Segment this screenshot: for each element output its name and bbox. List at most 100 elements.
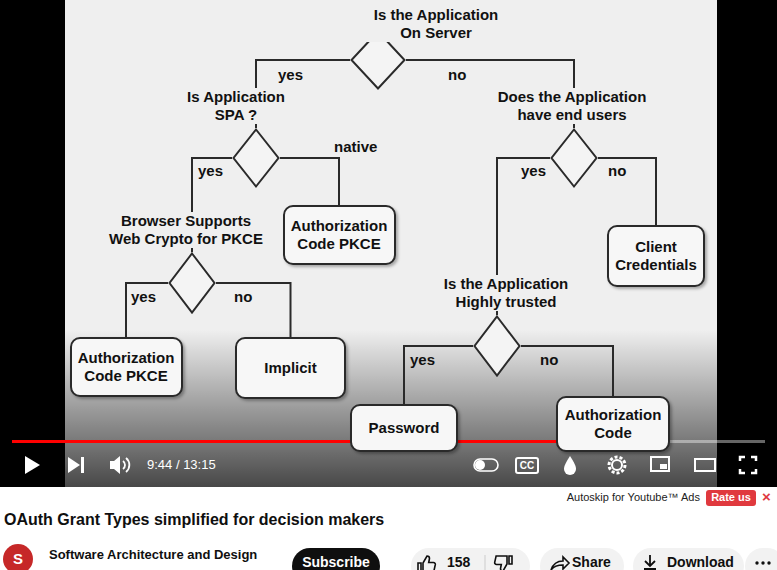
diamond-outline — [168, 252, 216, 314]
grant-type-name: Password — [369, 419, 440, 437]
close-mark: × — [762, 488, 776, 507]
diamond-outline — [550, 128, 598, 188]
dislike-icon — [495, 556, 512, 570]
grant-type-box: Password — [350, 404, 458, 452]
channel-name: Software Architecture and Design — [49, 547, 287, 563]
button-text: Subscribe — [302, 554, 370, 570]
settings-gear — [609, 457, 625, 473]
branch-label: yes — [198, 162, 223, 179]
rate-badge: Rate us — [706, 490, 756, 506]
next-icon — [68, 457, 84, 473]
autoplay-knob — [475, 460, 485, 470]
branch-label: no — [540, 351, 558, 368]
branch-label: no — [234, 288, 252, 305]
download-icon — [644, 555, 656, 569]
grant-type-box: Implicit — [235, 337, 346, 399]
extension-icon — [564, 456, 576, 475]
decision-question: Does the Application have end users — [490, 88, 655, 124]
miniplayer-inner — [660, 464, 667, 469]
volume-icon — [110, 456, 120, 474]
grant-type-name: Client Credentials — [613, 238, 699, 274]
button-text: CC — [520, 460, 534, 472]
diamond-shape — [475, 317, 520, 376]
settings-gear-core — [612, 460, 622, 470]
diamond-shape — [170, 254, 215, 313]
branch-label-holder: yes — [410, 351, 435, 368]
branch-label: yes — [410, 351, 435, 368]
progress-played — [12, 440, 570, 443]
branch-label: yes — [131, 288, 156, 305]
decision-branch — [598, 158, 656, 225]
channel-name-holder: Software Architecture and Design — [49, 547, 287, 563]
grant-type-box: Client Credentials — [607, 225, 705, 287]
more-dot — [761, 561, 764, 564]
autoplay-toggle — [474, 459, 498, 471]
decision-branch — [521, 346, 613, 396]
diamond-outline — [473, 315, 521, 377]
branch-label: no — [608, 162, 626, 179]
grant-type-box: Authorization Code PKCE — [70, 337, 183, 397]
subscribe-button: Subscribe — [292, 548, 380, 570]
like-divider — [485, 555, 486, 570]
branch-label: no — [448, 66, 466, 83]
decision-diamond: Is the Application On Server — [350, 30, 406, 90]
branch-label-holder: no — [608, 162, 626, 179]
branch-label: yes — [278, 66, 303, 83]
decision-question: Is the Application Highly trusted — [436, 275, 576, 311]
share-icon — [551, 557, 569, 570]
button-text: Download — [667, 554, 734, 570]
branch-label-holder: yes — [131, 288, 156, 305]
play-icon — [25, 456, 40, 474]
decision-diamond: Is the Application Highly trusted — [473, 315, 521, 377]
diamond-shape — [234, 130, 279, 187]
more-dot — [767, 561, 770, 564]
button-text: S — [13, 550, 23, 568]
video-time: 9:44 / 13:15 — [147, 457, 237, 473]
share-button: Share — [540, 548, 624, 570]
download-button: Download — [633, 548, 744, 570]
diamond-outline — [232, 128, 280, 188]
extension-text: Autoskip for Youtube™ Ads — [540, 491, 700, 505]
grant-type-name: Authorization Code PKCE — [76, 349, 176, 385]
branch-label-holder: no — [234, 288, 252, 305]
grant-type-name: Authorization Code — [562, 406, 664, 442]
branch-label: yes — [521, 162, 546, 179]
like-icon — [418, 556, 435, 570]
like-button: 158 — [411, 548, 530, 570]
decision-question: Browser Supports Web Crypto for PKCE — [104, 212, 269, 248]
decision-question: Is the Application On Server — [366, 6, 506, 42]
grant-type-box: Authorization Code PKCE — [283, 205, 396, 265]
channel-avatar: S — [3, 544, 33, 570]
grant-type-name: Authorization Code PKCE — [289, 217, 389, 253]
decision-diamond: Is Application SPA ? — [232, 128, 280, 188]
decision-diamond: Does the Application have end users — [550, 128, 598, 188]
close-mark-holder: × — [762, 488, 776, 507]
controls-shade — [0, 330, 777, 487]
theater-icon — [695, 459, 715, 471]
branch-label-holder: native — [334, 138, 377, 155]
branch-label-holder: no — [448, 66, 466, 83]
miniplayer-icon — [651, 457, 669, 471]
branch-label-holder: yes — [278, 66, 303, 83]
decision-diamond: Browser Supports Web Crypto for PKCE — [168, 252, 216, 314]
video-title-holder: OAuth Grant Types simplified for decisio… — [4, 510, 704, 530]
decision-branch — [280, 158, 339, 205]
branch-label: native — [334, 138, 377, 155]
fullscreen-icon — [740, 457, 756, 473]
decision-branch — [216, 283, 291, 337]
decision-branch — [126, 283, 168, 337]
diamond-shape — [552, 130, 597, 187]
button-text: 158 — [447, 554, 470, 570]
video-title: OAuth Grant Types simplified for decisio… — [4, 510, 704, 530]
button-text: Share — [572, 554, 611, 570]
caption-button: CC — [515, 457, 539, 474]
more-dot — [755, 561, 758, 564]
decision-question: Is Application SPA ? — [179, 88, 294, 124]
grant-type-box: Authorization Code — [556, 396, 670, 452]
button-text: Rate us — [711, 491, 751, 504]
video-time-holder: 9:44 / 13:15 — [147, 457, 237, 473]
grant-type-name: Implicit — [264, 359, 317, 377]
more-button — [745, 548, 777, 570]
